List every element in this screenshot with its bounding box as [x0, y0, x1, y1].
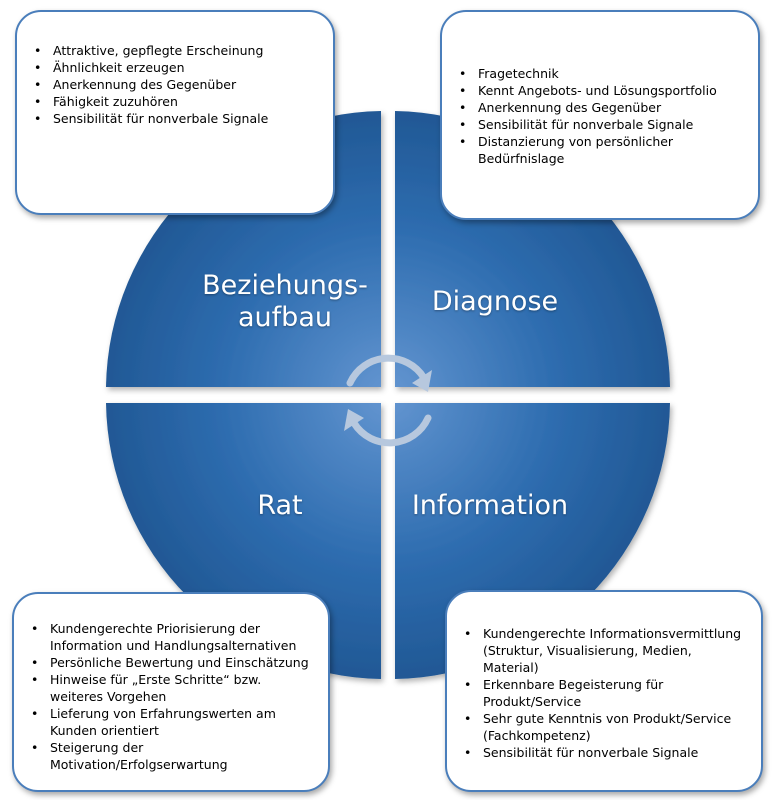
list-item: Anerkennung des Gegenüber	[459, 99, 748, 116]
list-item: Kundengerechte Informationsvermittlung (…	[464, 625, 751, 676]
list-item: Sehr gute Kenntnis von Produkt/Service (…	[464, 710, 751, 744]
box-beziehungsaufbau: Attraktive, gepflegte Erscheinung Ähnlic…	[15, 10, 335, 215]
box-rat: Kundengerechte Priorisierung der Informa…	[12, 592, 330, 792]
quadrant-label-rat: Rat	[257, 490, 303, 521]
list-item: Sensibilität für nonverbale Signale	[34, 110, 323, 127]
list-item: Erkennbare Begeisterung für Produkt/Serv…	[464, 676, 751, 710]
list-item: Sensibilität für nonverbale Signale	[464, 744, 751, 761]
bullet-list: Attraktive, gepflegte Erscheinung Ähnlic…	[31, 42, 323, 127]
list-item: Ähnlichkeit erzeugen	[34, 59, 323, 76]
list-item: Lieferung von Erfahrungswerten am Kunden…	[31, 705, 318, 739]
list-item: Fähigkeit zuzuhören	[34, 93, 323, 110]
quadrant-label-information: Information	[411, 490, 569, 521]
list-item: Fragetechnik	[459, 65, 748, 82]
box-diagnose: Fragetechnik Kennt Angebots- und Lösungs…	[440, 10, 760, 220]
list-item: Anerkennung des Gegenüber	[34, 76, 323, 93]
list-item: Sensibilität für nonverbale Signale	[459, 116, 748, 133]
box-information: Kundengerechte Informationsvermittlung (…	[445, 590, 763, 792]
circular-arrow-clockwise-icon	[346, 354, 432, 392]
quadrant-label-diagnose: Diagnose	[431, 286, 559, 317]
bullet-list: Fragetechnik Kennt Angebots- und Lösungs…	[456, 65, 748, 167]
list-item: Hinweise für „Erste Schritte“ bzw. weite…	[31, 671, 318, 705]
list-item: Steigerung der Motivation/Erfolgserwartu…	[31, 739, 318, 773]
list-item: Kennt Angebots- und Lösungsportfolio	[459, 82, 748, 99]
bullet-list: Kundengerechte Priorisierung der Informa…	[28, 620, 318, 773]
bullet-list: Kundengerechte Informationsvermittlung (…	[461, 625, 751, 761]
list-item: Persönliche Bewertung und Einschätzung	[31, 654, 318, 671]
list-item: Distanzierung von persönlicher Bedürfnis…	[459, 133, 748, 167]
quadrant-label-beziehungsaufbau: Beziehungs- aufbau	[202, 270, 368, 333]
circular-arrow-counterclockwise-icon	[344, 409, 432, 447]
list-item: Kundengerechte Priorisierung der Informa…	[31, 620, 318, 654]
list-item: Attraktive, gepflegte Erscheinung	[34, 42, 323, 59]
